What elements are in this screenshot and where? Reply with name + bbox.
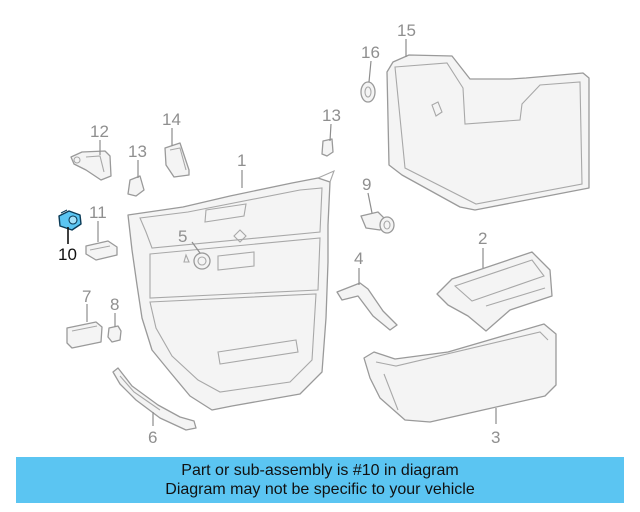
- callout-7: 7: [82, 287, 91, 306]
- part-12-latch[interactable]: [70, 150, 112, 181]
- callout-6: 6: [148, 428, 157, 447]
- callout-15: 15: [397, 21, 416, 40]
- part-2-armrest-pad[interactable]: [436, 251, 553, 332]
- part-13-clip-left[interactable]: [127, 175, 145, 197]
- callout-16: 16: [361, 43, 380, 62]
- leader-9: [367, 192, 373, 214]
- part-1-door-trim-panel[interactable]: [127, 169, 335, 411]
- part-10-bulb-socket[interactable]: [58, 209, 82, 231]
- callout-5: 5: [178, 227, 187, 246]
- callout-11: 11: [89, 203, 107, 222]
- part-11-switch-block[interactable]: [85, 240, 118, 261]
- callout-9: 9: [362, 175, 371, 194]
- callout-13-left: 13: [128, 142, 147, 161]
- leader-13-right: [329, 123, 332, 142]
- leader-lines: [67, 39, 497, 426]
- leader-5: [191, 241, 201, 254]
- part-5-knob[interactable]: [183, 252, 211, 270]
- caption-line-2: Diagram may not be specific to your vehi…: [165, 481, 475, 498]
- part-9-grommet[interactable]: [360, 211, 395, 234]
- callout-8: 8: [110, 295, 119, 314]
- caption-line-1: Part or sub-assembly is #10 in diagram: [181, 462, 459, 479]
- part-13-bracket-right[interactable]: [321, 138, 334, 157]
- callout-1: 1: [237, 151, 246, 170]
- callout-12: 12: [90, 122, 109, 141]
- leader-16: [368, 60, 372, 83]
- part-7-reflector[interactable]: [66, 321, 103, 349]
- callout-10: 10: [58, 245, 77, 264]
- part-15-upper-panel[interactable]: [386, 54, 590, 211]
- part-3-map-pocket[interactable]: [363, 323, 557, 423]
- part-6-weatherstrip[interactable]: [112, 367, 197, 431]
- part-4-brace[interactable]: [336, 282, 398, 331]
- callout-3: 3: [491, 428, 500, 447]
- part-16-clip[interactable]: [360, 81, 376, 103]
- part-8-plug[interactable]: [107, 325, 122, 343]
- callout-13-right: 13: [322, 106, 341, 125]
- callout-2: 2: [478, 229, 487, 248]
- callout-4: 4: [354, 249, 363, 268]
- caption-banner: Part or sub-assembly is #10 in diagram D…: [16, 457, 624, 503]
- callout-labels: 1 2 3 4 5 6 7 8 9 10 11 12 13 13 14 15 1…: [58, 21, 500, 447]
- part-14-handle-bezel[interactable]: [164, 142, 190, 178]
- callout-14: 14: [162, 110, 181, 129]
